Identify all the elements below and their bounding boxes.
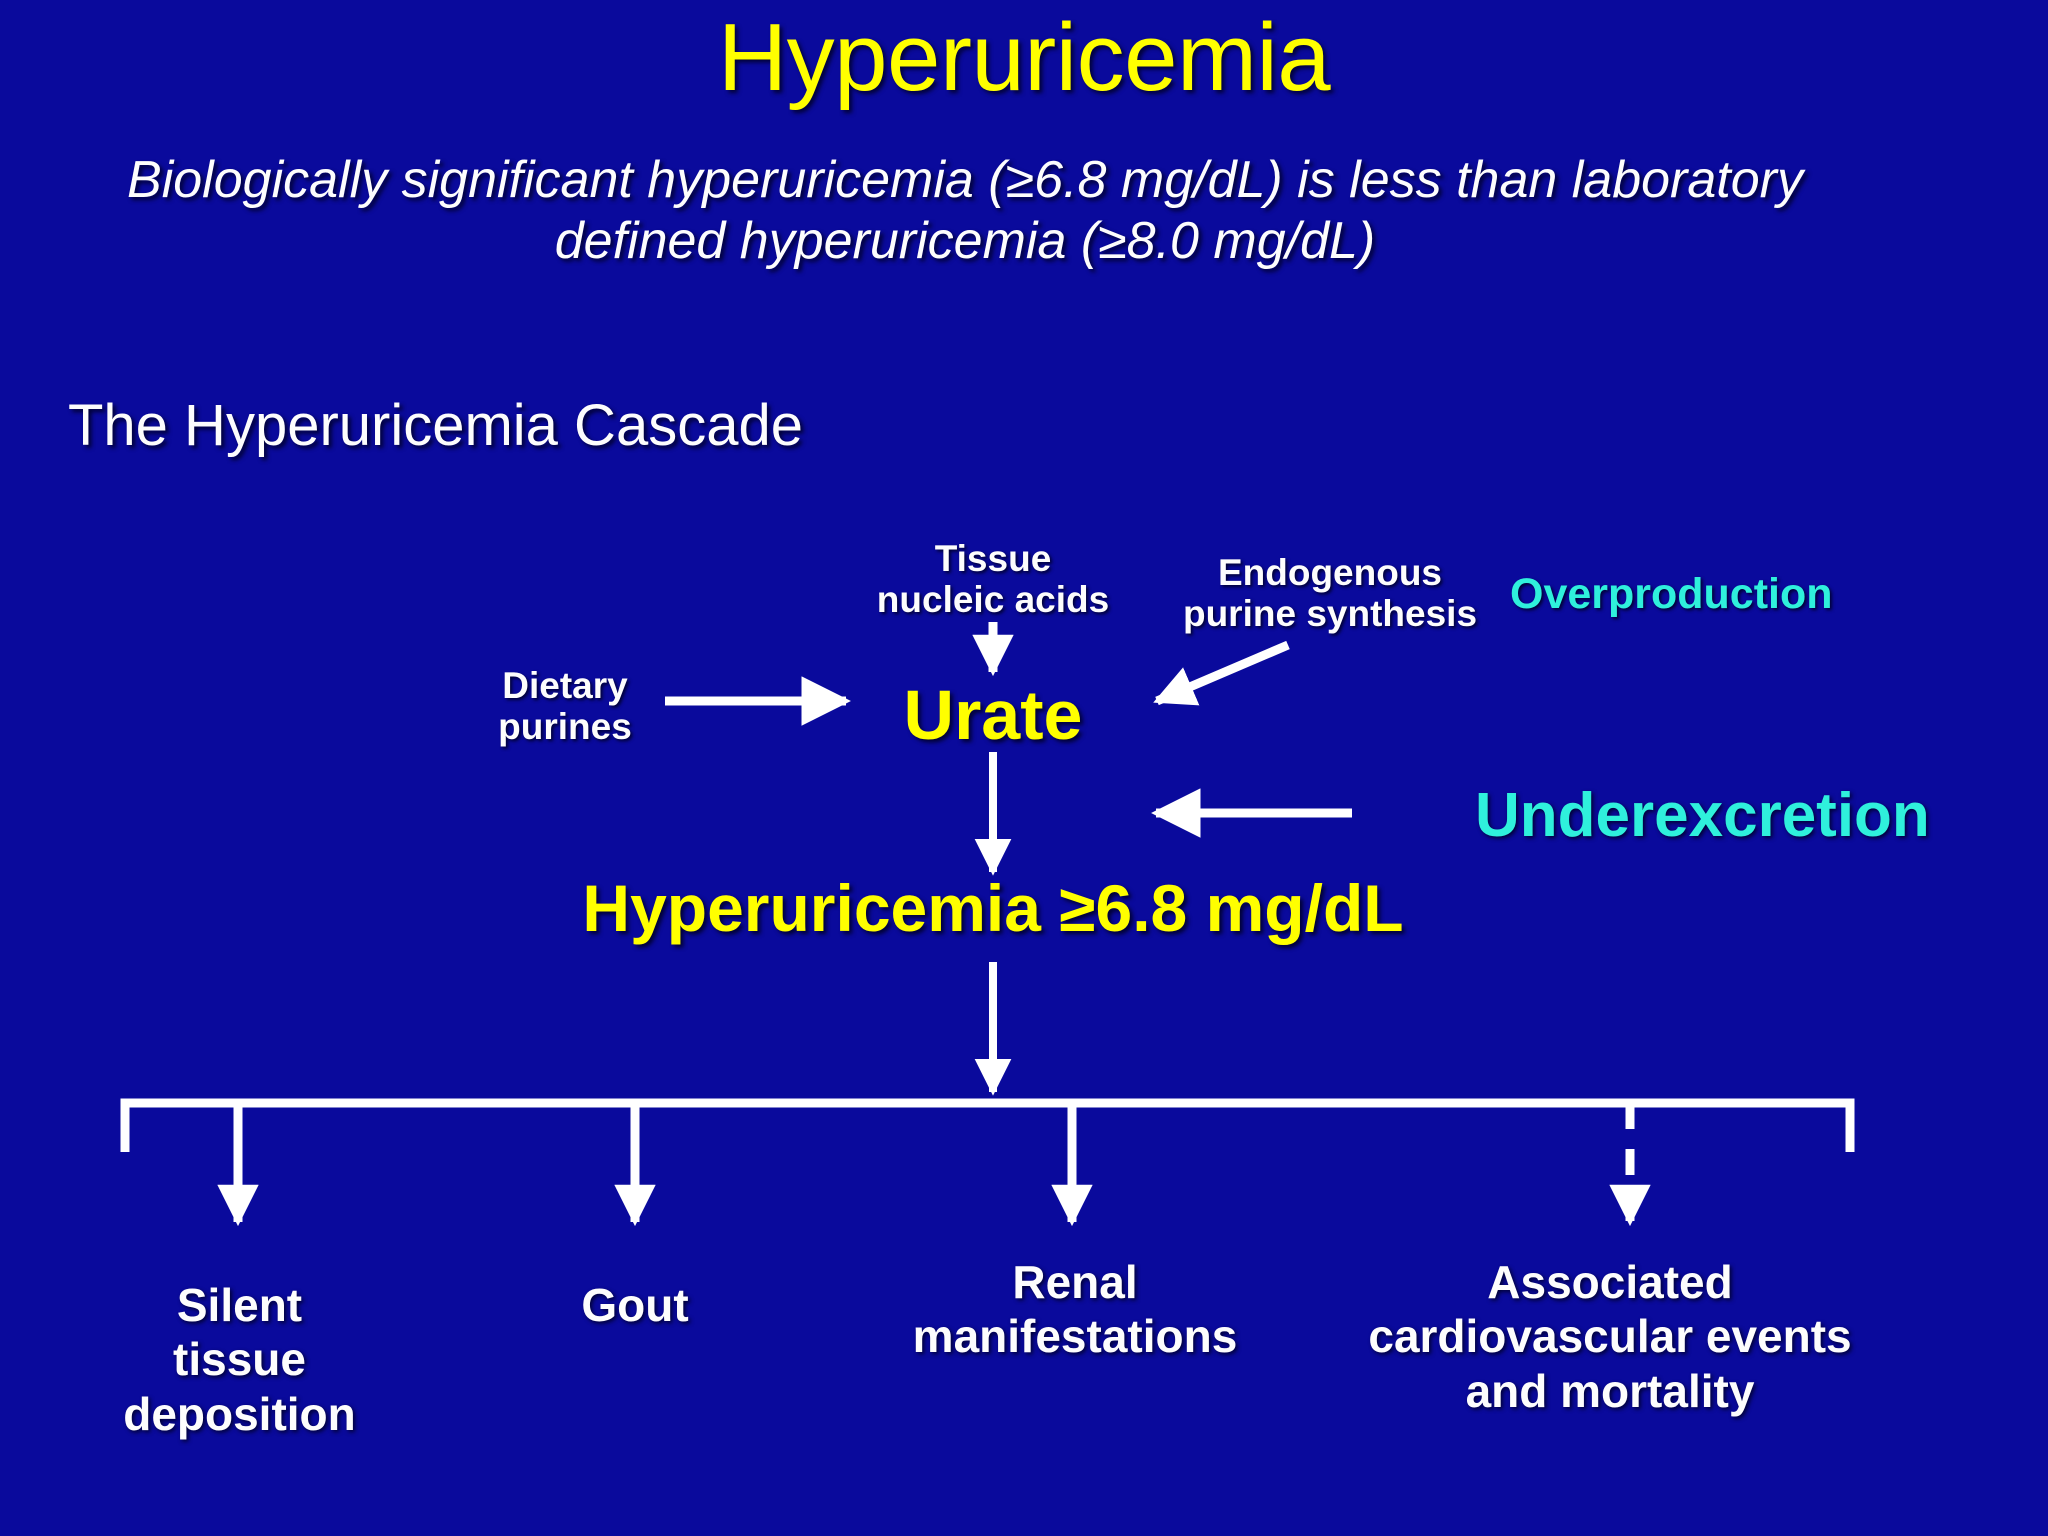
outcome-3-line-2: manifestations: [912, 1310, 1238, 1363]
arrow-endogenous-purine-synthesis-to-urate: [1153, 640, 1290, 706]
label-endogenous-line-1: Endogenous: [1217, 552, 1443, 593]
label-dietary-line-1: Dietary: [502, 665, 628, 706]
outcome-1-line-3: deposition: [123, 1387, 356, 1440]
section-heading: The Hyperuricemia Cascade: [68, 393, 803, 458]
outcome-4-line-2: cardiovascular events: [1368, 1310, 1852, 1363]
label-endogenous-purine-synthesis: Endogenous purine synthesis: [1160, 552, 1500, 635]
outcome-gout: Gout: [465, 1278, 805, 1332]
node-urate: Urate: [903, 676, 1083, 754]
outcome-4-line-1: Associated: [1487, 1256, 1733, 1308]
outcome-1-line-1: Silent: [176, 1279, 303, 1331]
label-dietary-line-2: purines: [498, 706, 632, 748]
label-tissue-line-1: Tissue: [934, 538, 1052, 579]
slide-subtitle: Biologically significant hyperuricemia (…: [127, 151, 1803, 271]
page-title: Hyperuricemia: [717, 4, 1331, 111]
outcome-silent-tissue-deposition: Silent tissue deposition: [67, 1278, 412, 1441]
outcome-2-line-1: Gout: [581, 1279, 689, 1331]
label-tissue-line-2: nucleic acids: [876, 579, 1110, 621]
outcome-associated-cardiovascular-events: Associated cardiovascular events and mor…: [1310, 1255, 1910, 1418]
label-tissue-nucleic-acids: Tissue nucleic acids: [838, 538, 1148, 621]
outcome-3-line-1: Renal: [1012, 1256, 1138, 1308]
node-hyperuricemia: Hyperuricemia ≥6.8 mg/dL: [582, 871, 1404, 945]
label-dietary-purines: Dietary purines: [470, 665, 660, 748]
label-underexcretion: Underexcretion: [1475, 781, 1930, 850]
outcomes-bracket: [120, 1098, 1855, 1152]
outcome-4-line-3: and mortality: [1465, 1364, 1755, 1417]
label-endogenous-line-2: purine synthesis: [1182, 593, 1478, 635]
outcome-1-line-2: tissue: [173, 1333, 306, 1386]
label-overproduction: Overproduction: [1510, 570, 1833, 618]
outcome-renal-manifestations: Renal manifestations: [855, 1255, 1295, 1364]
